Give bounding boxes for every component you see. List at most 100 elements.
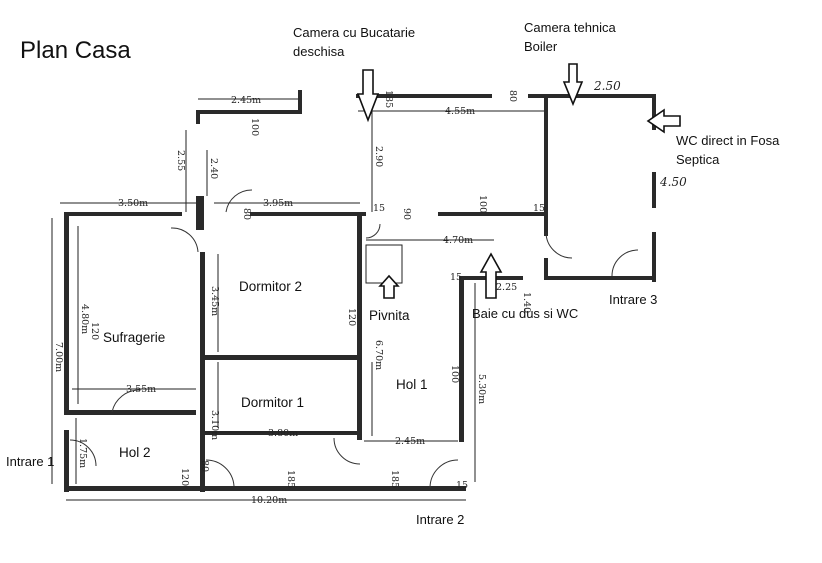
opening-120-pivnita: 120	[346, 308, 357, 326]
door-arc-pivnita	[365, 223, 381, 239]
wc-label-line2: Septica	[676, 152, 720, 167]
wall-boiler-partition	[544, 96, 548, 236]
arrow-left-wc-icon	[646, 108, 681, 134]
entrance-2-label: Intrare 2	[416, 512, 464, 527]
wall-interior-left	[200, 252, 205, 492]
dim-2-40: 2.40	[208, 158, 219, 179]
wall-boiler-top	[528, 94, 656, 98]
wall-dormitor-divider	[200, 355, 360, 360]
opening-80-d2: 80	[241, 208, 252, 220]
dim-4-70: 4.70m	[443, 235, 473, 246]
wall-wc-right-bottom	[652, 232, 656, 282]
wall-hol2-top	[64, 410, 196, 415]
walls	[64, 90, 656, 492]
pivnita-hatch	[365, 244, 403, 284]
dim-3-50: 3.50m	[118, 198, 148, 209]
room-label-hol-2: Hol 2	[119, 445, 151, 460]
door-arc-hol2	[111, 389, 141, 413]
wall-top-small-right	[298, 90, 302, 114]
arrow-up-pivnita-icon	[378, 274, 400, 299]
wall-wc-bottom	[544, 276, 656, 280]
bathroom-label: Baie cu dus si WC	[472, 306, 578, 321]
dim-2-90: 2.90	[373, 146, 384, 167]
plan-title: Plan Casa	[20, 37, 131, 64]
dim-2-45-low: 2.45m	[395, 436, 425, 447]
opening-90-top: 90	[401, 208, 412, 220]
dim-5-30: 5.30m	[476, 374, 487, 404]
opening-15-intrare2: 15	[456, 480, 468, 491]
technical-room-label-line1: Camera tehnica	[524, 20, 617, 35]
dim-3-55: 3.55m	[126, 384, 156, 395]
entrance-1-label: Intrare 1	[6, 454, 54, 469]
door-arc-sufragerie	[170, 227, 199, 253]
opening-120-bottom: 120	[179, 468, 190, 486]
entrance-3-label: Intrare 3	[609, 292, 657, 307]
opening-15-bath: 15	[533, 203, 545, 214]
wall-kitchen-top	[356, 94, 492, 98]
kitchen-room-label-line1: Camera cu Bucatarie	[293, 25, 415, 40]
dim-3-80: 3.80m	[268, 428, 298, 439]
arrow-up-bath-icon	[479, 252, 503, 299]
dim-2-50: 2.50	[593, 79, 621, 93]
dim-3-95: 3.95m	[263, 198, 293, 209]
wall-top-small-left	[196, 110, 200, 124]
wall-dormitor1-bottom	[200, 431, 362, 435]
opening-80-boiler: 80	[507, 90, 518, 102]
room-label-dormitor-1: Dormitor 1	[241, 395, 304, 410]
door-arc-hol1	[333, 437, 361, 465]
doors	[69, 189, 639, 489]
door-arc-boiler	[545, 231, 573, 259]
wall-interior-center	[357, 214, 362, 440]
dim-1-75: 1.75m	[77, 438, 88, 468]
dim-3-10: 3.10m	[209, 410, 220, 440]
opening-185-bottom: 185	[285, 470, 296, 488]
door-arc-dormitor2	[225, 189, 253, 213]
opening-185-kitchen: 185	[383, 90, 394, 108]
wall-column	[196, 196, 204, 230]
wall-main-top-left	[64, 212, 182, 216]
wall-bottom	[64, 486, 466, 491]
opening-80-hol2: 80	[199, 460, 210, 472]
room-label-hol-1: Hol 1	[396, 377, 428, 392]
dim-4-55: 4.55m	[445, 106, 475, 117]
wall-bath-top	[438, 212, 548, 216]
dimension-lines	[51, 98, 544, 501]
opening-120-suf: 120	[89, 322, 100, 340]
opening-15-top: 15	[373, 203, 385, 214]
opening-100-top: 100	[249, 118, 260, 136]
dim-6-70: 6.70m	[373, 340, 384, 370]
door-arc-intrare1	[69, 439, 97, 467]
dimension-labels: 2.45m 3.50m 3.95m 4.55m 2.50 4.50 4.70m …	[53, 79, 687, 506]
wall-main-top-right	[250, 212, 366, 216]
wall-wc-right-top	[652, 94, 656, 130]
kitchen-room-label-line2: deschisa	[293, 44, 345, 59]
wc-label-line1: WC direct in Fosa	[676, 133, 780, 148]
dim-7-00: 7.00m	[53, 342, 64, 372]
room-label-pivnita: Pivnita	[369, 308, 410, 323]
wall-wc-right-mid	[652, 172, 656, 208]
opening-185-hol1: 185	[389, 470, 400, 488]
dim-3-45: 3.45m	[209, 286, 220, 316]
room-label-dormitor-2: Dormitor 2	[239, 279, 302, 294]
dim-2-25: 2.25	[496, 282, 517, 293]
arrows	[356, 63, 681, 299]
dim-2-45-top: 2.45m	[231, 95, 261, 106]
dim-4-80: 4.80m	[79, 304, 90, 334]
wall-interior-right	[459, 276, 464, 442]
dim-2-55: 2.55	[175, 150, 186, 171]
dim-10-20: 10.20m	[251, 495, 287, 506]
wall-wc-left-lower	[544, 258, 548, 280]
dim-1-40: 1.40	[521, 292, 532, 313]
door-arc-dormitor1	[205, 459, 235, 487]
wall-left-upper	[64, 212, 69, 412]
wall-left-lower	[64, 430, 69, 492]
arrow-down-boiler-icon	[562, 63, 584, 107]
opening-100-bath: 100	[477, 195, 488, 213]
technical-room-label-line2: Boiler	[524, 39, 558, 54]
opening-15-bath-bottom: 15	[450, 272, 462, 283]
door-arc-intrare3	[611, 249, 639, 277]
dim-4-50: 4.50	[659, 175, 687, 189]
arrow-down-kitchen-icon	[356, 69, 380, 123]
door-arc-intrare2	[429, 459, 459, 489]
